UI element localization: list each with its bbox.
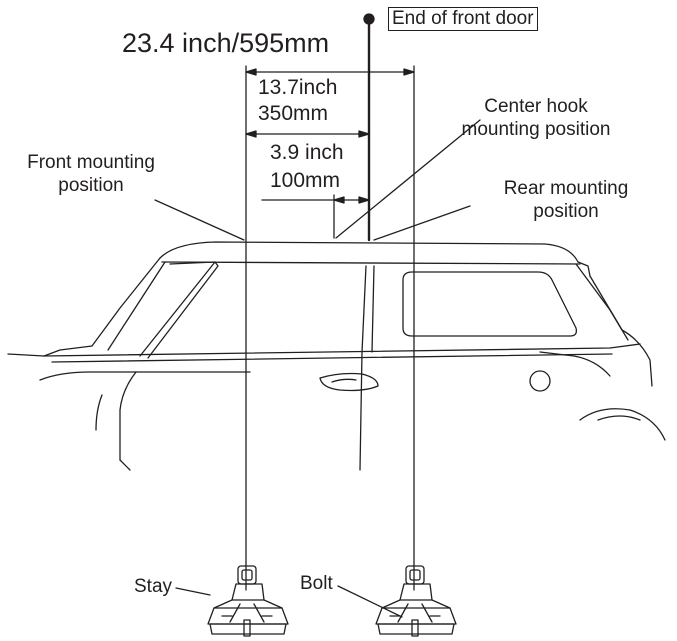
rear-bolt-foot <box>375 565 457 637</box>
stay-label: Stay <box>134 576 173 597</box>
dim-350-inch-label: 13.7inch <box>258 76 338 99</box>
center-hook-label: Center hook mounting position <box>436 97 636 139</box>
leader-lines <box>154 119 481 618</box>
front-mounting-label-line2: position <box>58 175 124 196</box>
center-hook-label-line2: mounting position <box>461 119 611 140</box>
dim-350-mm-label: 350mm <box>258 102 329 125</box>
front-stay-foot <box>207 565 289 637</box>
end-of-front-door-label: End of front door <box>388 7 538 31</box>
center-hook-label-line1: Center hook <box>484 96 588 117</box>
bolt-label: Bolt <box>300 573 333 594</box>
car-outline <box>7 241 666 471</box>
rear-mounting-label: Rear mounting position <box>476 179 656 221</box>
front-mounting-label-line1: Front mounting <box>27 152 155 173</box>
dimension-arrows <box>245 68 415 204</box>
reference-lines <box>245 13 415 591</box>
overall-length-label: 23.4 inch/595mm <box>122 28 330 58</box>
front-mounting-label: Front mounting position <box>3 153 179 195</box>
dim-100-mm-label: 100mm <box>270 169 341 192</box>
rear-mounting-label-line2: position <box>533 201 599 222</box>
dim-100-inch-label: 3.9 inch <box>270 141 344 164</box>
rear-mounting-label-line1: Rear mounting <box>503 178 629 199</box>
